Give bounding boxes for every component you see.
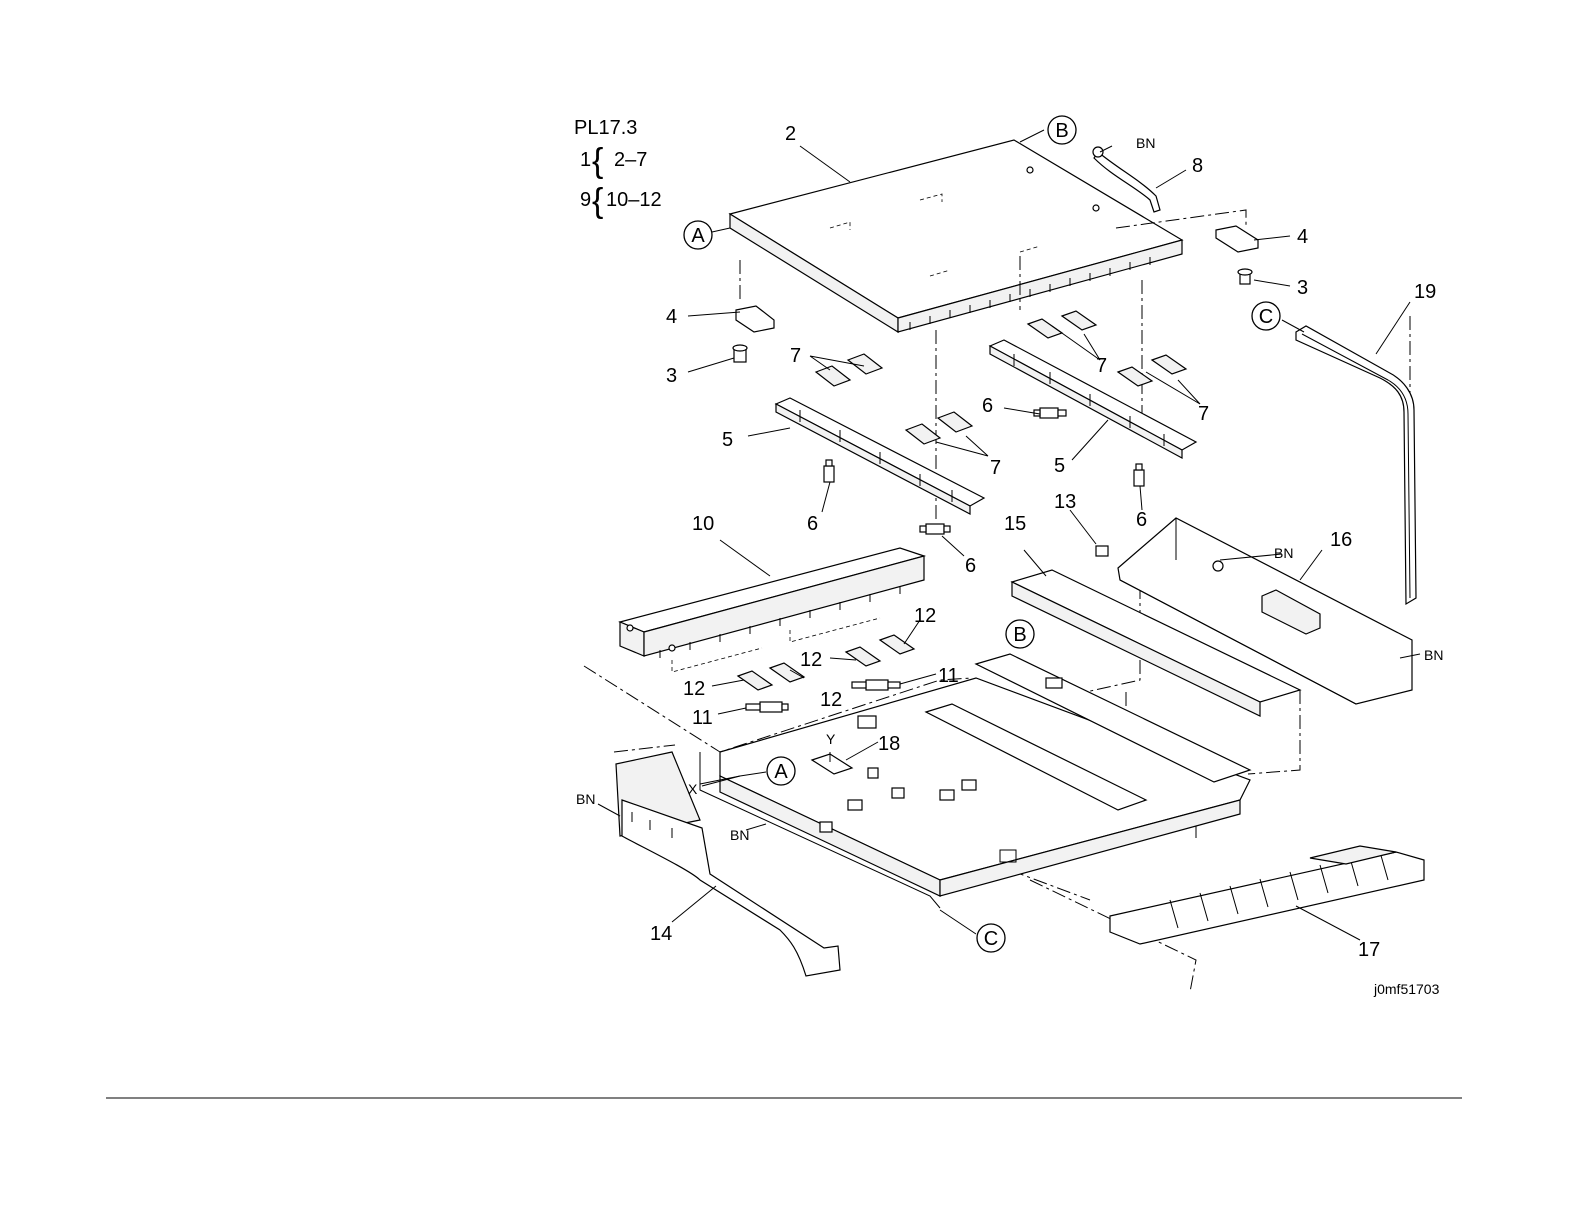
callout-12: 12 [914, 605, 936, 627]
bn-label: BN [1424, 647, 1443, 663]
bn-label: BN [730, 827, 749, 843]
callout-3: 3 [1297, 277, 1308, 299]
brace-icon: { [592, 182, 603, 220]
callout-14: 14 [650, 923, 672, 945]
ref-marker-c: C [977, 924, 1005, 952]
callout-10: 10 [692, 513, 714, 535]
callout-17: 17 [1358, 939, 1380, 961]
callout-7: 7 [1198, 403, 1209, 425]
part-4-bracket-left [736, 306, 774, 332]
part-3-screw-left [733, 345, 747, 362]
part-6-rollers [824, 408, 1144, 534]
callout-5: 5 [1054, 455, 1065, 477]
callout-7: 7 [790, 345, 801, 367]
ref-label: C [984, 928, 998, 950]
bn-label: BN [576, 791, 595, 807]
plate-number: PL17.3 [574, 117, 637, 139]
callout-6: 6 [807, 513, 818, 535]
group2-parent: 9 [580, 189, 591, 211]
callout-18: 18 [878, 733, 900, 755]
callout-11: 11 [938, 665, 959, 687]
callout-7: 7 [990, 457, 1001, 479]
part-4-bracket-right [1216, 226, 1258, 252]
part-3-screw-right [1238, 269, 1252, 284]
callout-12: 12 [820, 689, 842, 711]
bn-label: BN [1136, 135, 1155, 151]
callout-4: 4 [666, 306, 677, 328]
part-17-guide [1110, 846, 1424, 944]
figure-id: j0mf51703 [1373, 981, 1440, 997]
callout-6: 6 [965, 555, 976, 577]
callout-6: 6 [1136, 509, 1147, 531]
plate-header: PL17.3 1 { 2–7 9 { 10–12 [574, 117, 662, 220]
part-19-rail [1296, 326, 1416, 604]
bn-label: BN [1274, 545, 1293, 561]
ref-marker-b: B [1006, 620, 1034, 648]
callout-13: 13 [1054, 491, 1076, 513]
group2-range: 10–12 [606, 189, 662, 211]
part-13-small-gear [1096, 546, 1108, 556]
callout-4: 4 [1297, 226, 1308, 248]
callout-15: 15 [1004, 513, 1026, 535]
ref-label: A [774, 761, 788, 783]
callout-11: 11 [692, 707, 713, 729]
axis-y-label: Y [826, 731, 836, 747]
ref-label: A [691, 225, 705, 247]
part-10-lower-cover [620, 548, 924, 672]
ref-marker-b: B [1048, 116, 1076, 144]
callout-8: 8 [1192, 155, 1203, 177]
brace-icon: { [592, 142, 603, 180]
callout-2: 2 [785, 123, 796, 145]
ref-marker-c: C [1252, 302, 1280, 330]
callout-5: 5 [722, 429, 733, 451]
callout-16: 16 [1330, 529, 1352, 551]
callout-12: 12 [683, 678, 705, 700]
group1-parent: 1 [580, 149, 591, 171]
callout-19: 19 [1414, 281, 1436, 303]
axis-x-label: X [688, 781, 698, 797]
callout-3: 3 [666, 365, 677, 387]
callout-12: 12 [800, 649, 822, 671]
callout-7: 7 [1096, 355, 1107, 377]
ref-label: B [1013, 624, 1026, 646]
group1-range: 2–7 [614, 149, 647, 171]
ref-marker-a: A [767, 757, 795, 785]
ref-label: C [1259, 306, 1273, 328]
ref-marker-a: A [684, 221, 712, 249]
callout-6: 6 [982, 395, 993, 417]
ref-label: B [1055, 120, 1068, 142]
